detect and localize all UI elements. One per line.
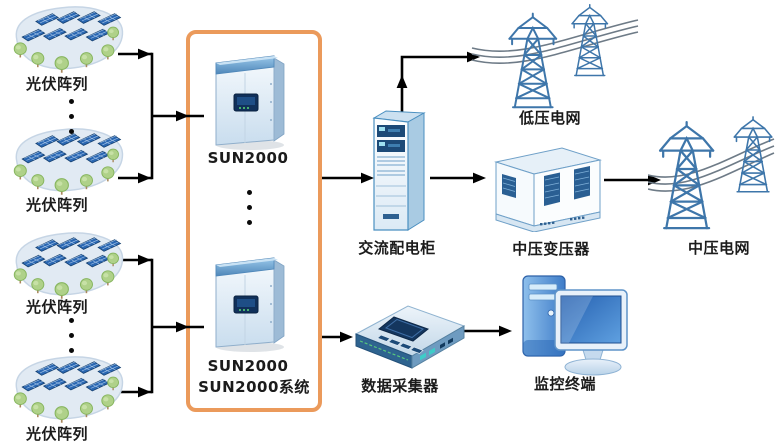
label-inverter-2: SUN2000 xyxy=(207,357,289,375)
inverter-1-illustration xyxy=(204,44,296,152)
vertical-dots-icon xyxy=(247,190,252,225)
ac-cabinet-illustration xyxy=(366,106,430,238)
inverter-2-illustration xyxy=(204,246,296,354)
pv-array-2-illustration xyxy=(6,124,128,196)
arrow-system-to-cabinet xyxy=(322,172,374,184)
transmission-towers-icon xyxy=(471,3,639,109)
sun2000-system-box xyxy=(186,30,322,412)
label-mv-transformer: 中压变压器 xyxy=(512,240,590,258)
arrow-cabinet-to-transformer xyxy=(430,172,486,184)
mv-grid-illustration xyxy=(648,112,777,234)
arrow-pv1-to-junction1 xyxy=(118,48,152,60)
solar-panel-field-icon xyxy=(6,124,128,196)
pv-array-4-illustration xyxy=(6,352,128,424)
inverter-unit-icon xyxy=(215,55,285,151)
monitor-terminal-illustration xyxy=(515,270,635,378)
vertical-dots-icon xyxy=(69,99,74,134)
label-lv-grid: 低压电网 xyxy=(518,109,581,127)
transmission-towers-icon xyxy=(648,116,775,230)
data-collector-illustration xyxy=(350,294,470,379)
label-pv-array-3: 光伏阵列 xyxy=(25,298,88,316)
arrow-pv4-to-junction2 xyxy=(118,386,152,398)
label-monitor-terminal: 监控终端 xyxy=(533,375,596,393)
inverter-unit-icon xyxy=(215,257,285,353)
label-inverter-1: SUN2000 xyxy=(207,149,289,167)
vertical-dots-icon xyxy=(69,318,74,353)
label-pv-array-4: 光伏阵列 xyxy=(25,425,88,443)
pv-array-1-illustration xyxy=(6,2,128,74)
label-mv-grid: 中压电网 xyxy=(687,239,750,257)
pv-array-3-illustration xyxy=(6,228,128,300)
label-pv-array-2: 光伏阵列 xyxy=(25,196,88,214)
label-system-box: SUN2000系统 xyxy=(198,378,310,396)
arrow-cabinet-to-lv-grid xyxy=(396,51,480,112)
label-ac-cabinet: 交流配电柜 xyxy=(358,239,436,257)
solar-panel-field-icon xyxy=(6,2,128,74)
desktop-computer-icon xyxy=(522,275,628,376)
arrow-pv3-to-junction2 xyxy=(118,254,152,266)
mv-transformer-illustration xyxy=(486,140,608,232)
arrow-junction1-to-inverter1 xyxy=(152,110,204,122)
transformer-station-icon xyxy=(494,147,602,232)
solar-panel-field-icon xyxy=(6,352,128,424)
arrow-pv2-to-junction1 xyxy=(118,172,152,184)
label-data-collector: 数据采集器 xyxy=(361,377,439,395)
distribution-cabinet-icon xyxy=(372,110,426,231)
solar-panel-field-icon xyxy=(6,228,128,300)
lv-grid-illustration xyxy=(470,2,642,110)
arrow-system-to-collector xyxy=(322,331,353,343)
data-logger-icon xyxy=(354,305,466,369)
arrow-collector-to-terminal xyxy=(463,325,512,337)
arrow-junction2-to-inverter2 xyxy=(152,321,204,333)
label-pv-array-1: 光伏阵列 xyxy=(25,75,88,93)
